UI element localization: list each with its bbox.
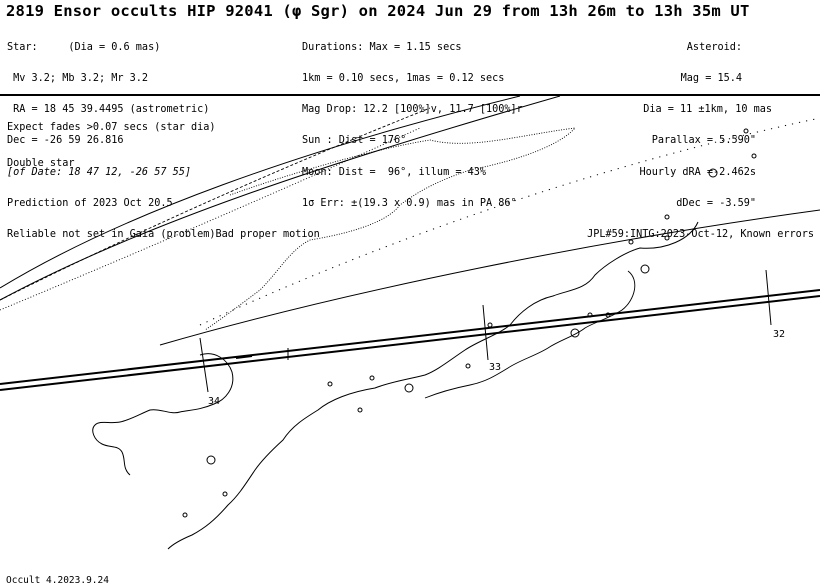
asteroid-dia: Dia = 11 ±1km, 10 mas: [643, 104, 772, 116]
shadow-path-north: [0, 289, 820, 385]
island-marker: [404, 383, 414, 393]
sigma-limit-dotted-mid: [0, 127, 421, 311]
island-marker: [327, 381, 333, 387]
coastline-island: [92, 353, 234, 476]
coastline-inner: [424, 270, 636, 399]
coastline-dotted-upper: [204, 127, 577, 331]
graticule-curve-a: [0, 96, 521, 289]
island-marker: [664, 235, 670, 241]
time-tick-34: [199, 337, 209, 393]
sigma-limit-dashed: [0, 107, 431, 301]
island-marker: [487, 322, 493, 328]
note-double-star: Double star: [7, 158, 75, 169]
event-info-panel: Durations: Max = 1.15 secs 1km = 0.10 se…: [302, 22, 523, 220]
path-map: 34 33 32: [0, 96, 820, 550]
star-heading: Star: (Dia = 0.6 mas): [7, 41, 161, 53]
island-marker: [465, 363, 471, 369]
island-marker: [206, 455, 216, 465]
sigma-error: 1σ Err: ±(19.3 x 0.9) mas in PA 86°: [302, 197, 517, 209]
island-marker: [628, 239, 634, 245]
time-tick-33: [482, 304, 489, 361]
star-dec: Dec = -26 59 26.816: [7, 135, 124, 147]
asteroid-info-panel: Asteroid: Mag = 15.4 Dia = 11 ±1km, 10 m…: [587, 22, 814, 251]
scale-secs: 1km = 0.10 secs, 1mas = 0.12 secs: [302, 73, 505, 85]
island-marker: [182, 512, 188, 518]
island-marker: [751, 153, 757, 159]
time-label-32: 32: [773, 329, 785, 340]
island-marker: [664, 214, 670, 220]
graticule-curve-b: [0, 96, 561, 301]
hourly-dra: Hourly dRA =-2.462s: [639, 166, 756, 178]
ddec: dDec = -3.59": [676, 197, 756, 209]
star-ra: RA = 18 45 39.4495 (astrometric): [7, 104, 210, 116]
parallax: Parallax = 5.590": [651, 135, 756, 147]
time-tick-32: [765, 269, 772, 326]
island-marker: [640, 264, 650, 274]
moon-distance: Moon: Dist = 96°, illum = 43%: [302, 166, 487, 178]
time-label-33: 33: [489, 362, 501, 373]
sigma-limit-dotted-north: [199, 117, 820, 326]
prediction-date: Prediction of 2023 Oct 20.5: [7, 197, 173, 209]
island-marker: [357, 407, 363, 413]
island-marker: [743, 128, 749, 134]
path-center-tick: [235, 355, 253, 359]
shadow-path-south: [0, 295, 820, 391]
asteroid-heading: Asteroid:: [686, 41, 742, 53]
asteroid-mag: Mag = 15.4: [680, 73, 742, 85]
notes-panel: Expect fades >0.07 secs (star dia) Doubl…: [7, 98, 216, 182]
page-title: 2819 Ensor occults HIP 92041 (φ Sgr) on …: [6, 2, 750, 20]
durations: Durations: Max = 1.15 secs: [302, 41, 462, 53]
star-info-panel: Star: (Dia = 0.6 mas) Mv 3.2; Mb 3.2; Mr…: [7, 22, 320, 251]
star-magnitudes: Mv 3.2; Mb 3.2; Mr 3.2: [7, 73, 149, 85]
note-fades: Expect fades >0.07 secs (star dia): [7, 122, 216, 133]
time-label-34: 34: [208, 396, 220, 407]
island-marker: [708, 168, 718, 178]
island-marker: [369, 375, 375, 381]
island-marker: [570, 328, 580, 338]
star-of-date: [of Date: 18 47 12, -26 57 55]: [7, 166, 192, 178]
graticule-curve-c: [159, 209, 820, 346]
mag-drop: Mag Drop: 12.2 [100%]v, 11.7 [100%]r: [302, 104, 523, 116]
software-version: Occult 4.2023.9.24: [6, 575, 109, 586]
island-marker: [222, 491, 228, 497]
sun-distance: Sun : Dist = 176°: [302, 135, 407, 147]
coastline-main: [167, 221, 699, 550]
header-separator: [0, 94, 820, 96]
